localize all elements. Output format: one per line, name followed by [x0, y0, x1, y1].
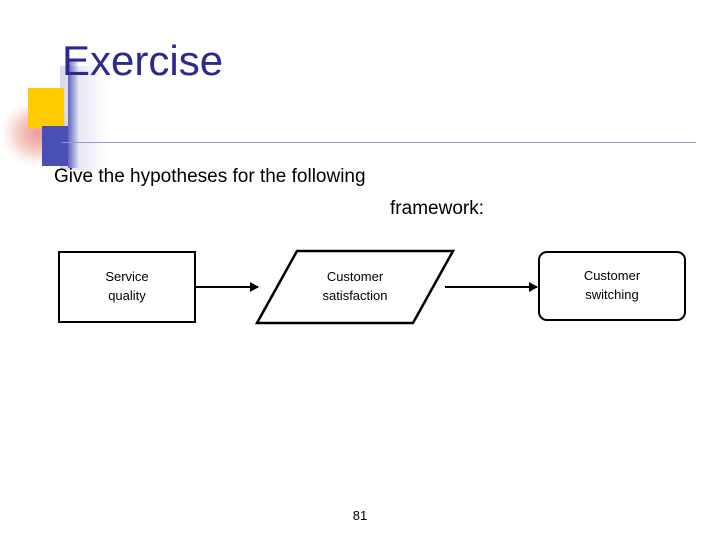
framework-diagram: Service quality Customer satisfaction Cu…: [0, 240, 720, 350]
yellow-square-icon: [28, 88, 64, 128]
node-customer-satisfaction-label-wrap: Customer satisfaction: [255, 242, 455, 332]
body-text-line-1: Give the hypotheses for the following: [54, 166, 366, 187]
node-customer-satisfaction-label: Customer satisfaction: [322, 269, 388, 303]
node-service-quality: Service quality: [58, 251, 196, 323]
blue-strip-icon: [68, 60, 78, 168]
title-divider: [62, 142, 696, 143]
parallelogram-shape-icon: [255, 249, 455, 325]
node-customer-satisfaction: Customer satisfaction: [255, 242, 455, 332]
node-customer-switching-label: Customer switching: [583, 268, 641, 302]
body-text-line-2: framework:: [390, 198, 484, 219]
node-customer-switching: Customer switching: [538, 251, 686, 321]
page-number: 81: [352, 508, 368, 523]
arrow-satisfaction-to-switching-icon: [445, 282, 538, 292]
page-title: Exercise: [62, 37, 224, 84]
node-service-quality-label: Service quality: [105, 269, 149, 303]
decorative-header-graphic: [0, 30, 120, 170]
blue-square-icon: [42, 126, 68, 166]
arrow-service-to-satisfaction-icon: [196, 282, 259, 292]
